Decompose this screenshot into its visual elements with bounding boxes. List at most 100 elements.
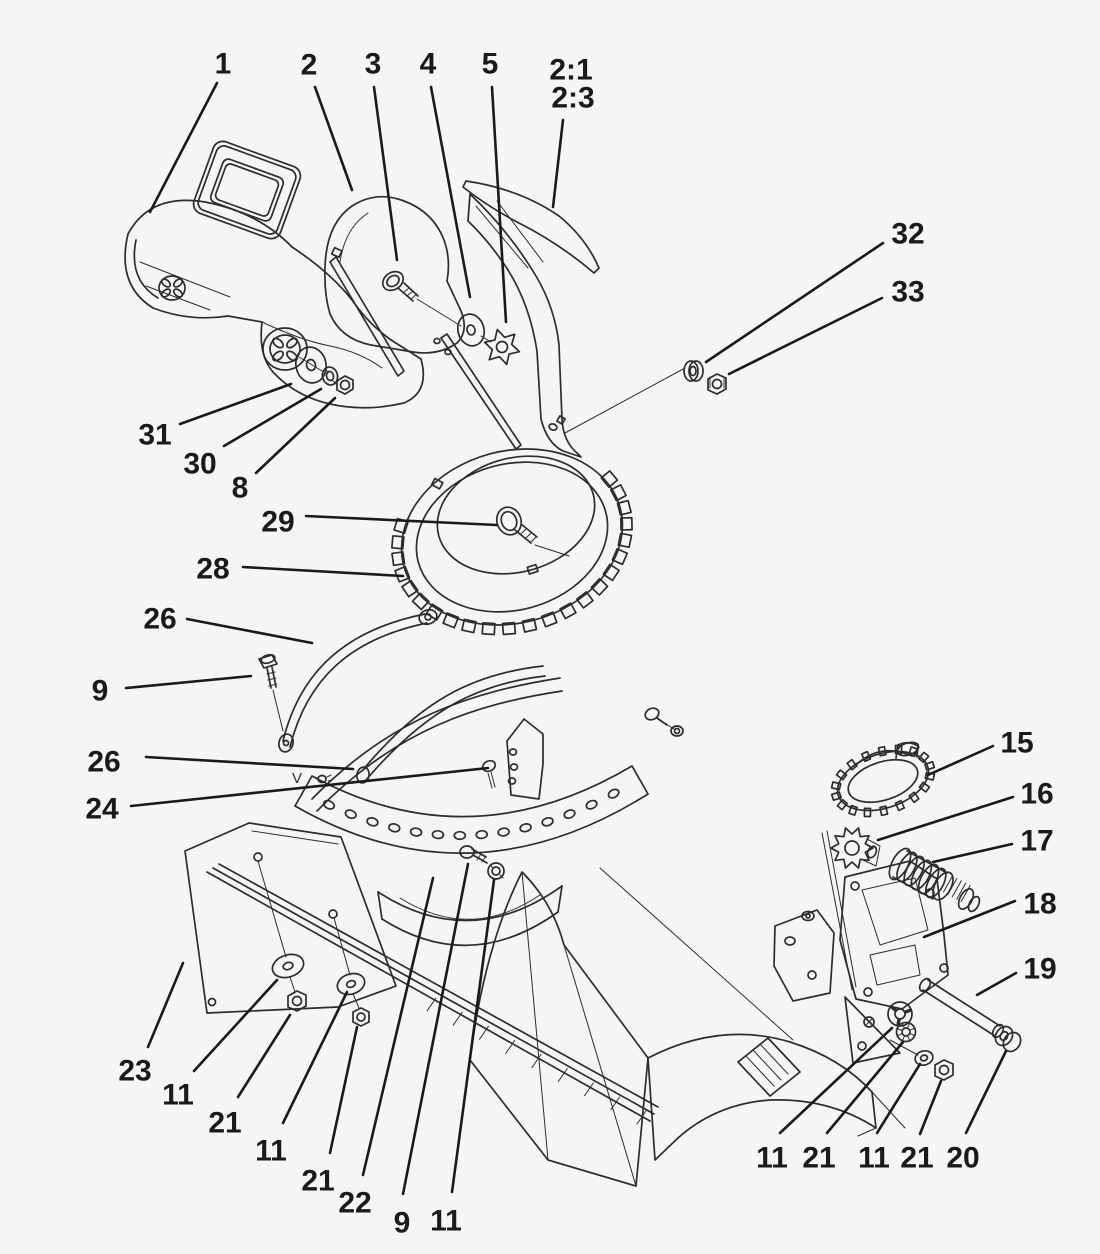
nut-11b bbox=[352, 1007, 370, 1027]
hardware-bottom-left bbox=[257, 845, 505, 1027]
callout-label: 11 bbox=[756, 1142, 788, 1175]
washer-21b bbox=[336, 972, 366, 996]
callout-2: 2 bbox=[301, 49, 354, 192]
callout-label: 11 bbox=[430, 1205, 462, 1238]
callout-label: 17 bbox=[1020, 825, 1053, 858]
callout-21: 21 bbox=[802, 1040, 905, 1175]
callout-11: 11 bbox=[162, 978, 279, 1112]
callout-label: 21 bbox=[900, 1142, 933, 1175]
callout-8: 8 bbox=[232, 396, 337, 505]
part-28-ring-gear bbox=[390, 448, 633, 636]
part-18-bracket bbox=[773, 860, 949, 1064]
callout-11: 11 bbox=[858, 1062, 922, 1175]
callout-15: 15 bbox=[926, 727, 1034, 777]
callout-label: 21 bbox=[208, 1107, 241, 1140]
callout-label: 11 bbox=[255, 1135, 287, 1168]
part-23-housing bbox=[184, 822, 906, 1187]
callout-label: 33 bbox=[891, 276, 924, 309]
callout-26: 26 bbox=[87, 746, 355, 779]
callout-label: 9 bbox=[92, 675, 109, 708]
assembly-axis-line bbox=[599, 867, 794, 1041]
callout-label: 18 bbox=[1023, 888, 1056, 921]
callout-label: 29 bbox=[261, 506, 294, 539]
callout-5: 5 bbox=[482, 48, 508, 324]
nut-hex bbox=[934, 1059, 954, 1081]
callout-21: 21 bbox=[900, 1079, 943, 1175]
deflector-window bbox=[192, 140, 302, 240]
part-3-carriage-bolt bbox=[381, 270, 462, 327]
part-2-gear-cover-plate bbox=[324, 195, 522, 450]
callout-label: 2:1 bbox=[549, 54, 592, 87]
part-8-nut bbox=[336, 375, 354, 395]
nut-11c bbox=[487, 862, 505, 880]
parts-26-24-straps bbox=[277, 608, 684, 812]
parts-31-30-8-hardware-stack bbox=[295, 346, 354, 395]
callout-32: 32 bbox=[704, 218, 925, 364]
callout-31: 31 bbox=[138, 382, 293, 452]
hardware-bottom-right bbox=[887, 1001, 954, 1081]
callout-label: 11 bbox=[858, 1142, 890, 1175]
callout-label: 20 bbox=[946, 1142, 979, 1175]
part-9-bolt-upper bbox=[258, 653, 284, 732]
washer-small bbox=[914, 1049, 934, 1067]
bolt-9-lower bbox=[459, 845, 488, 864]
nut-11a bbox=[287, 990, 307, 1012]
callout-29: 29 bbox=[261, 506, 499, 539]
bracket-triangle-plate bbox=[844, 996, 901, 1064]
callout-4: 4 bbox=[420, 48, 472, 299]
callout-26: 26 bbox=[143, 603, 314, 645]
part-20-flange-nut bbox=[994, 1025, 1022, 1053]
callout-3: 3 bbox=[365, 48, 399, 262]
callout-2-1: 2:12:3 bbox=[549, 54, 595, 209]
callout-label: 24 bbox=[85, 793, 119, 826]
callout-30: 30 bbox=[183, 387, 323, 481]
callout-9: 9 bbox=[394, 862, 470, 1240]
callout-1: 1 bbox=[148, 48, 232, 214]
callout-11: 11 bbox=[756, 1026, 894, 1175]
callout-28: 28 bbox=[196, 553, 405, 586]
part-33-nut bbox=[707, 373, 727, 395]
callout-label: 31 bbox=[138, 419, 171, 452]
part-22-chute-mount bbox=[294, 765, 649, 947]
callout-label: 2:3 bbox=[551, 82, 594, 115]
callout-16: 16 bbox=[876, 778, 1054, 842]
part-2-1-blade-plate bbox=[462, 180, 600, 458]
part-16-pinion-gear bbox=[830, 827, 881, 869]
callout-21: 21 bbox=[301, 1025, 359, 1198]
parts-32-33-washer-nut bbox=[564, 360, 727, 434]
callout-24: 24 bbox=[85, 766, 490, 826]
part-29-bolt bbox=[495, 506, 570, 557]
callout-label: 5 bbox=[482, 48, 499, 81]
upper-right-bolt-washer bbox=[644, 707, 684, 737]
callout-label: 28 bbox=[196, 553, 229, 586]
callout-label: 8 bbox=[232, 472, 249, 505]
callout-20: 20 bbox=[946, 1049, 1008, 1175]
callout-label: 16 bbox=[1020, 778, 1053, 811]
part-30-lock-washer bbox=[321, 366, 339, 386]
callout-label: 15 bbox=[1000, 727, 1033, 760]
callout-label: 26 bbox=[143, 603, 176, 636]
callout-18: 18 bbox=[922, 888, 1057, 939]
parts-19-20-rod-and-nut bbox=[918, 977, 1022, 1053]
callout-17: 17 bbox=[931, 825, 1054, 864]
callout-21: 21 bbox=[208, 1013, 292, 1140]
washer-21a bbox=[271, 953, 305, 979]
washer-slotted bbox=[887, 1001, 913, 1027]
callout-label: 26 bbox=[87, 746, 120, 779]
callout-label: 30 bbox=[183, 448, 216, 481]
callout-label: 21 bbox=[301, 1165, 334, 1198]
stamped-marking: V bbox=[292, 770, 302, 787]
callout-label: 19 bbox=[1023, 953, 1056, 986]
callout-11: 11 bbox=[255, 990, 349, 1168]
callout-label: 1 bbox=[215, 48, 232, 81]
callout-19: 19 bbox=[975, 953, 1057, 997]
callout-label: 4 bbox=[420, 48, 437, 81]
callout-33: 33 bbox=[727, 276, 925, 376]
callout-label: 3 bbox=[365, 48, 382, 81]
callout-label: 22 bbox=[338, 1187, 371, 1220]
part-15-bevel-gear bbox=[830, 741, 936, 818]
part-31-washer bbox=[295, 346, 327, 384]
